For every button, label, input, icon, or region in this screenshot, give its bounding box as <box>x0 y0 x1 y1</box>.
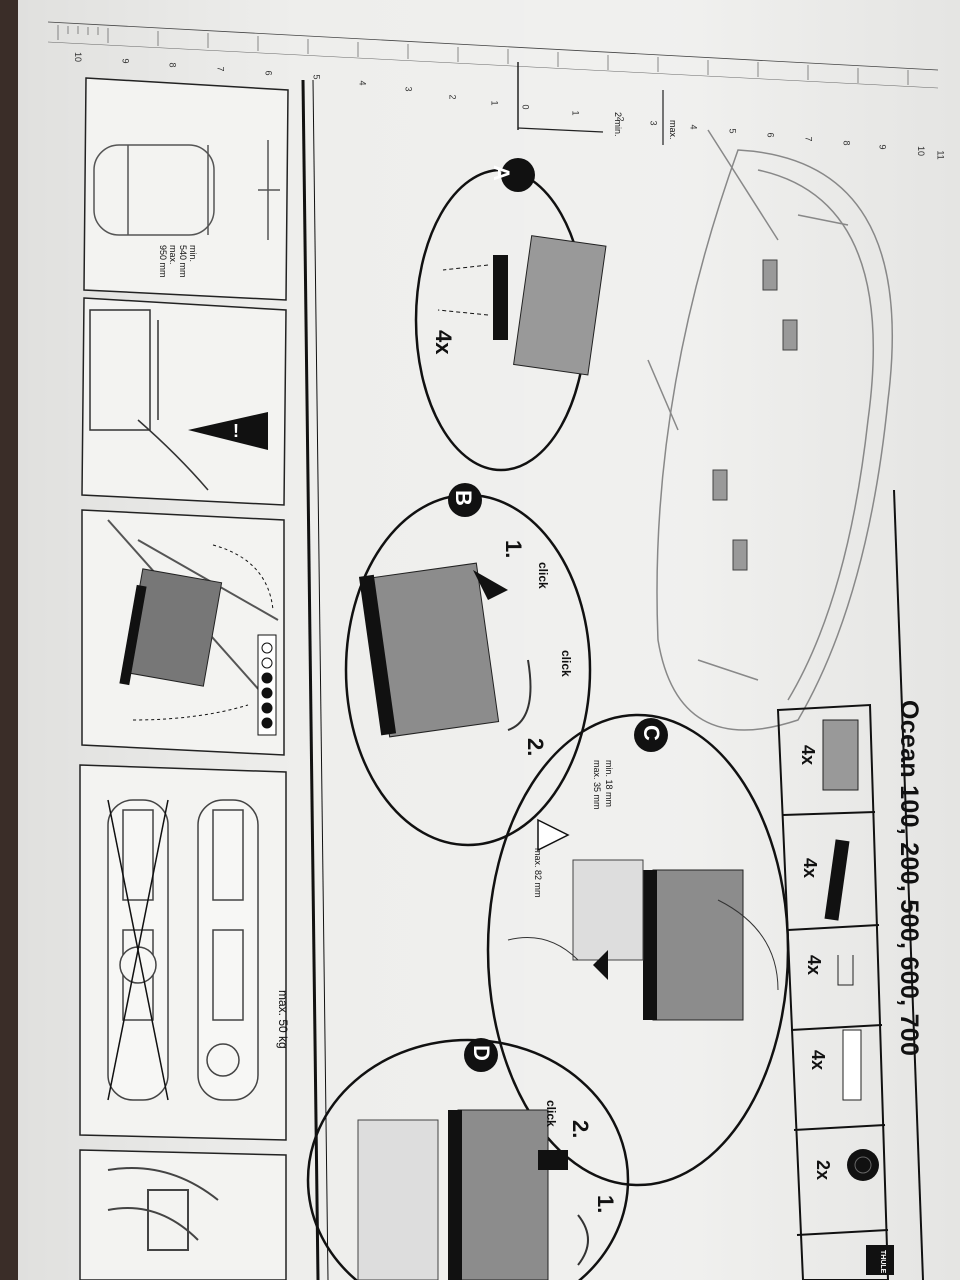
step-a-badge <box>501 158 535 192</box>
roof-box-sketch <box>647 129 894 731</box>
ruler-num: 1 <box>489 100 500 106</box>
ruler-max-label: max. <box>668 120 678 140</box>
ruler-num: 2 <box>447 94 458 100</box>
ruler-num: 5 <box>311 74 322 80</box>
instruction-sheet: ! <box>18 0 960 1280</box>
step-b-click-1: click <box>536 562 550 589</box>
svg-text:!: ! <box>233 421 239 441</box>
step-b-click-2: click <box>559 650 573 677</box>
step-d-badge <box>464 1038 498 1072</box>
part-qty-5: 2x <box>813 1160 833 1181</box>
step-c-letter: C <box>639 725 664 741</box>
ruler-num: 6 <box>765 132 776 138</box>
document-title: Ocean 100, 200, 500, 600, 700 <box>895 700 923 1057</box>
ruler <box>47 21 939 145</box>
step-a-letter: A <box>489 165 514 181</box>
parts-table <box>776 703 890 1280</box>
step-d-click: click <box>544 1100 558 1127</box>
step-c-max-mm: max. 35 mm <box>592 760 602 810</box>
ruler-num: 9 <box>120 58 131 64</box>
lock-indicator <box>257 634 277 736</box>
spacing-max-value: 950 mm <box>158 245 168 278</box>
thule-logo <box>866 1245 894 1275</box>
brand-logo-text: THULE <box>879 1250 886 1274</box>
part-qty-3: 4x <box>804 955 824 976</box>
step-a-qty: 4x <box>431 330 456 355</box>
background-edge <box>0 0 22 1280</box>
spacing-max-label: max. <box>168 245 178 265</box>
step-d-letter: D <box>469 1045 494 1061</box>
warning-icon <box>188 412 268 450</box>
end-cap-icon <box>842 1029 862 1101</box>
ruler-num: 1 <box>570 110 581 116</box>
ruler-num: 4 <box>357 80 368 86</box>
step-d-sub2: 2. <box>568 1120 593 1139</box>
spacing-min-label: min. <box>188 245 198 263</box>
ruler-num: 10 <box>916 145 927 157</box>
warning-icon-c <box>537 818 570 852</box>
step-d-circle <box>306 1038 630 1280</box>
ruler-num: 0 <box>520 104 531 110</box>
ruler-num: 7 <box>803 136 814 142</box>
clamp-bracket-icon <box>822 719 859 791</box>
max-load-label: max. 50 kg <box>276 990 290 1049</box>
step-c-max-82: max. 82 mm <box>533 848 543 898</box>
ruler-num: 8 <box>167 62 178 68</box>
ruler-num: 9 <box>877 144 888 150</box>
ruler-num: 4 <box>688 124 699 130</box>
illustration-layer: ! <box>47 21 939 1280</box>
key-icon <box>847 1149 879 1181</box>
step-c-badge <box>634 718 668 752</box>
part-qty-1: 4x <box>798 745 818 766</box>
ruler-num: 7 <box>215 66 226 72</box>
ruler-num: 5 <box>727 128 738 134</box>
rubber-strip-icon <box>824 839 850 921</box>
step-b-letter: B <box>451 490 476 506</box>
ruler-num: 3 <box>403 86 414 92</box>
part-qty-2: 4x <box>800 858 820 879</box>
step-b-sub2: 2. <box>523 738 548 757</box>
step-b-sub1: 1. <box>501 540 526 559</box>
ruler-num: 6 <box>263 70 274 76</box>
ruler-num: 11 <box>935 150 946 160</box>
spacing-min-value: 540 mm <box>178 245 188 278</box>
u-bolt-icon <box>837 955 854 986</box>
part-qty-4: 4x <box>808 1050 828 1071</box>
ruler-num: 3 <box>648 120 659 126</box>
step-b-badge <box>448 483 482 517</box>
step-d-sub1: 1. <box>593 1195 618 1214</box>
ruler-num: 8 <box>841 140 852 146</box>
ruler-num: 2 <box>615 116 626 122</box>
ruler-num: 10 <box>73 51 84 63</box>
step-c-min-mm: min. 18 mm <box>604 760 614 808</box>
